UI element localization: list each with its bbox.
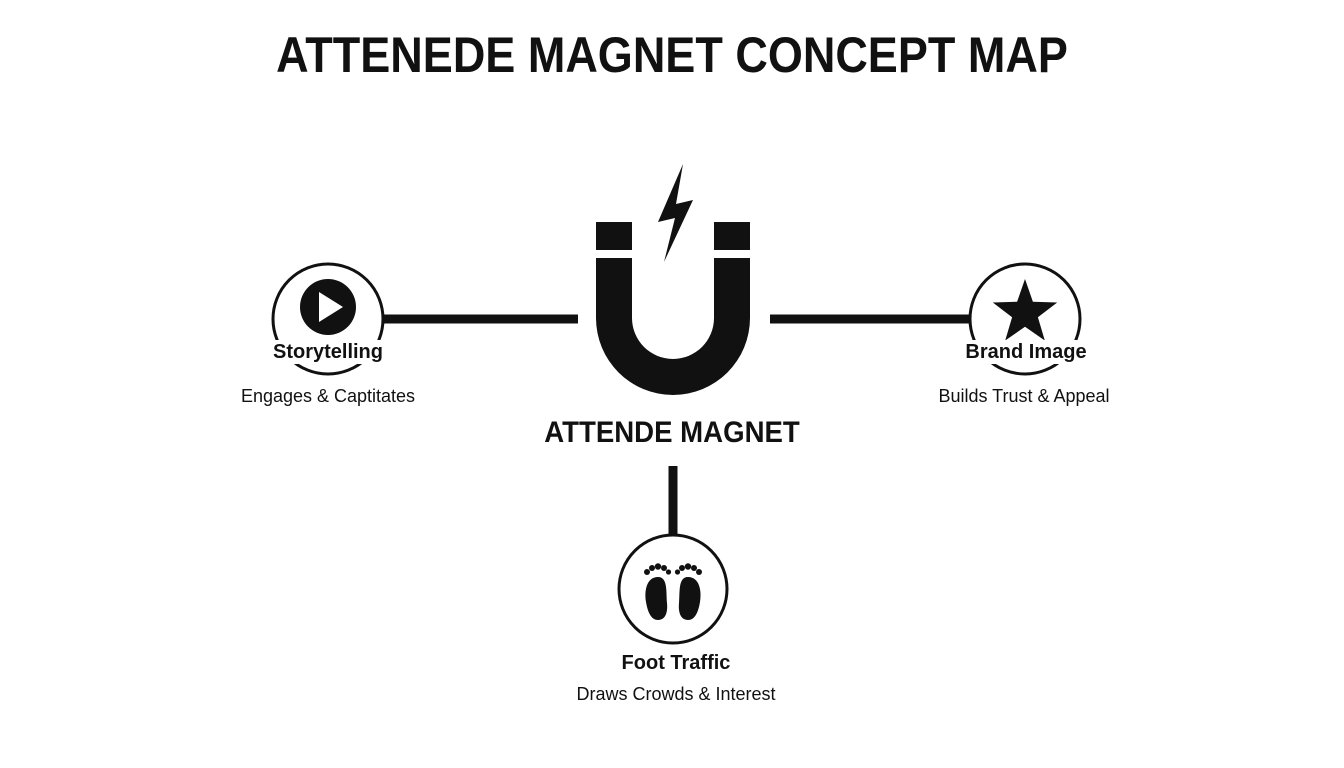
lightning-bolt-icon	[658, 164, 693, 262]
center-magnet-label: ATTENDE MAGNET	[544, 416, 800, 449]
star-icon	[992, 279, 1058, 341]
brand-image-title: Brand Image	[906, 340, 1146, 364]
diagram-title: ATTENEDE MAGNET CONCEPT MAP	[276, 27, 1068, 83]
footprints-icon	[644, 563, 702, 620]
storytelling-subtitle: Engages & Captitates	[240, 386, 416, 406]
play-button-icon	[300, 279, 356, 335]
magnet-icon	[596, 222, 750, 395]
foot-traffic-node-ring	[617, 533, 729, 645]
foot-traffic-title: Foot Traffic	[556, 651, 796, 675]
foot-traffic-subtitle: Draws Crowds & Interest	[576, 684, 776, 704]
brand-image-subtitle: Builds Trust & Appeal	[938, 386, 1110, 406]
storytelling-title: Storytelling	[208, 340, 448, 364]
